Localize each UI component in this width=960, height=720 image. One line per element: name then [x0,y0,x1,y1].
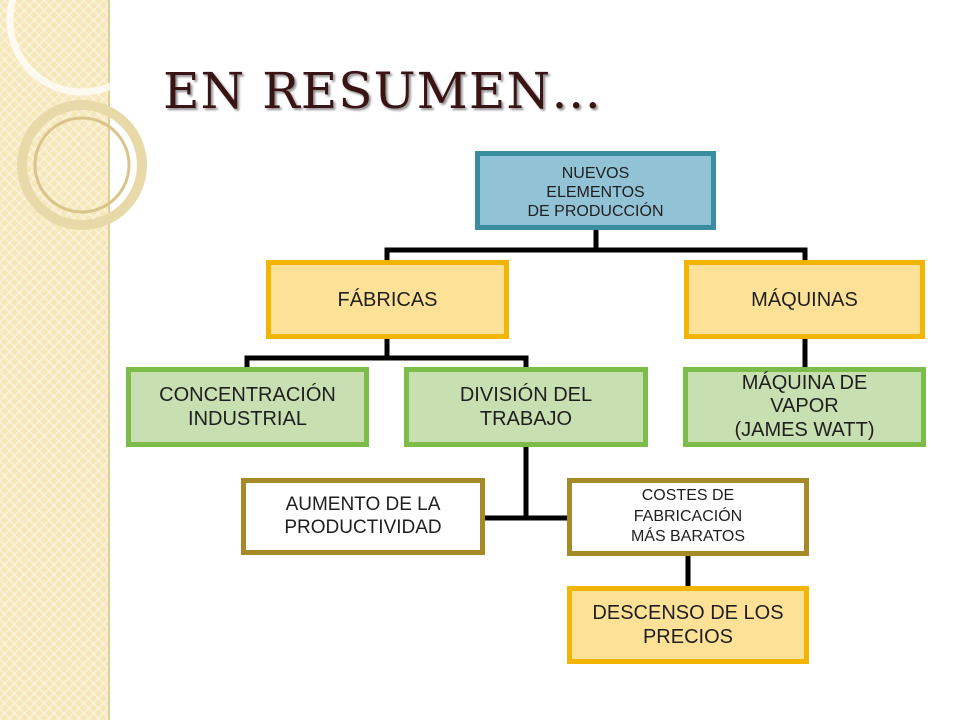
node-nuevos-elementos-de-produccion: NUEVOS ELEMENTOS DE PRODUCCIÓN [475,151,716,230]
decorative-ring-middle [17,100,147,230]
connector-division-to-children [482,444,570,521]
node-division-del-trabajo: DIVISIÓN DEL TRABAJO [404,367,648,447]
decorative-ring-inner [33,116,131,214]
node-descenso-de-los-precios: DESCENSO DE LOS PRECIOS [567,586,809,664]
connector-fabricas-to-children [244,336,529,370]
node-aumento-de-la-productividad: AUMENTO DE LA PRODUCTIVIDAD [241,478,485,555]
connector-root-to-level1 [384,227,808,263]
decorative-rings [6,0,158,230]
node-maquinas: MÁQUINAS [684,260,925,339]
decorative-ring-top [6,0,158,96]
slide-title: EN RESUMEN… [163,62,603,120]
node-costes-de-fabricacion: COSTES DE FABRICACIÓN MÁS BARATOS [567,478,809,556]
node-fabricas: FÁBRICAS [266,260,509,339]
node-concentracion-industrial: CONCENTRACIÓN INDUSTRIAL [126,367,369,447]
node-maquina-de-vapor: MÁQUINA DE VAPOR (JAMES WATT) [683,367,926,447]
